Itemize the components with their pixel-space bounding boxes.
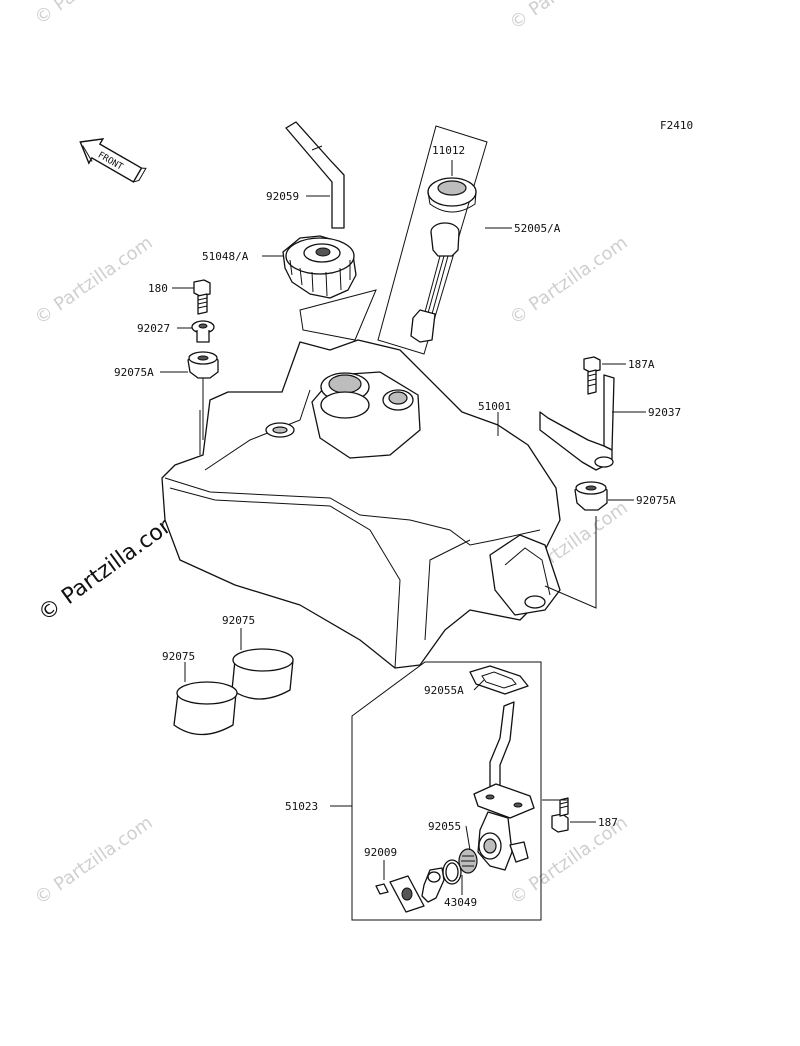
label-52005a: 52005/A (514, 222, 561, 235)
label-92075-a: 92075 (222, 614, 255, 627)
label-92009: 92009 (364, 846, 397, 859)
fuel-cock-51023 (473, 701, 535, 871)
label-92037: 92037 (648, 406, 681, 419)
fuel-cap-51048a (282, 235, 357, 299)
oring-92055 (442, 859, 462, 885)
part-labels: 11012 92059 52005/A 51048/A 180 92027 92… (114, 144, 681, 909)
watermark: © Partzilla.com (31, 232, 157, 329)
label-92075a-right: 92075A (636, 494, 676, 507)
bolt-187a (583, 356, 601, 395)
fuel-pickup-52005a (410, 222, 460, 343)
watermark: © Partzilla.com (506, 232, 632, 329)
label-187a: 187A (628, 358, 655, 371)
label-92059: 92059 (266, 190, 299, 203)
filter-43049 (458, 848, 478, 874)
plate-92009 (375, 875, 425, 913)
label-187: 187 (598, 816, 618, 829)
front-arrow-icon: FRONT (79, 137, 147, 183)
watermark-large: © Partzilla.com (34, 507, 186, 627)
label-92027: 92027 (137, 322, 170, 335)
label-92075a-left: 92075A (114, 366, 154, 379)
label-51048a: 51048/A (202, 250, 249, 263)
label-180: 180 (148, 282, 168, 295)
hose-92059 (285, 121, 345, 229)
label-43049: 43049 (444, 896, 477, 909)
label-92055a: 92055A (424, 684, 464, 697)
gauge-11012 (427, 177, 477, 213)
label-92075-b: 92075 (162, 650, 195, 663)
collar-92027 (191, 320, 215, 343)
grommet-92075a-right (574, 481, 608, 511)
label-51001: 51001 (478, 400, 511, 413)
bracket-92037 (539, 374, 615, 471)
bolt-187 (551, 797, 569, 833)
diagram-code: F2410 (660, 119, 693, 132)
label-51023: 51023 (285, 800, 318, 813)
fuel-tank-51001 (161, 339, 561, 669)
watermark: © Partzilla.com (31, 0, 157, 29)
lever-parts (421, 867, 445, 903)
bolt-180 (193, 279, 211, 315)
leader-lines (160, 160, 646, 895)
grommet-92075a-left (187, 351, 219, 379)
watermark: © Partzilla.com (31, 812, 157, 909)
watermark: © Partzilla.com (506, 0, 632, 34)
label-11012: 11012 (432, 144, 465, 157)
label-92055: 92055 (428, 820, 461, 833)
sleeve-92075-b (173, 681, 238, 736)
sleeve-92075-a (231, 648, 294, 700)
gasket-92055a (469, 665, 529, 695)
